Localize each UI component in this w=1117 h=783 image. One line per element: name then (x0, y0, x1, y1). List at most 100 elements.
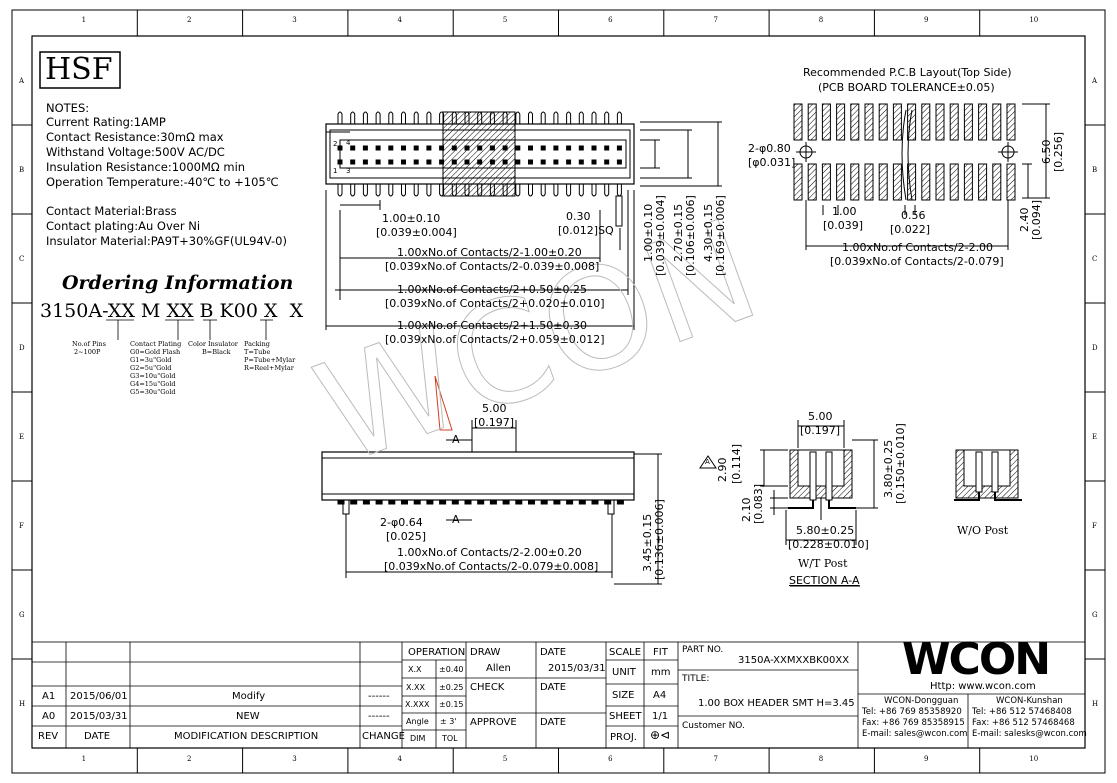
zone-col-label: 6 (608, 755, 613, 763)
legend-line: Contact Plating (130, 340, 182, 348)
pcb-pad (836, 103, 846, 141)
top-pin (401, 111, 406, 124)
side-pin (401, 499, 408, 505)
top-pin (413, 184, 419, 197)
zone-col-label: 10 (1029, 16, 1039, 24)
contact (375, 145, 381, 151)
part-no-label: PART NO. (682, 645, 724, 655)
contact (489, 159, 495, 165)
top-pin (337, 111, 343, 124)
zone-col-label: 2 (186, 16, 192, 24)
contact (337, 159, 343, 165)
operation-label: OPERATION (408, 647, 466, 658)
top-pin (426, 184, 432, 197)
top-pin (375, 111, 381, 124)
contact (489, 145, 495, 151)
zone-row-label: B (1092, 165, 1098, 174)
legend-line: P=Tube+Mylar (244, 356, 296, 364)
zone-ticks (12, 10, 1105, 773)
contact (375, 159, 381, 165)
top-view-contacts (337, 145, 622, 165)
zone-row-label: A (1092, 76, 1098, 85)
pcb-pitch-in: [0.039] (823, 219, 864, 232)
tol-row-4-dim: Angle (406, 717, 429, 726)
rev-row-a1-change: ------ (368, 691, 390, 702)
zone-col-label: 9 (924, 16, 929, 24)
note-line: Contact Material:Brass (46, 204, 177, 218)
contact (578, 145, 584, 151)
note-line: Operation Temperature:-40℃ to +105℃ (46, 175, 279, 189)
side-pin (388, 499, 396, 505)
top-pin (553, 111, 559, 124)
legend-line: G3=10u"Gold (130, 372, 176, 380)
note-line: Current Rating:1AMP (46, 115, 166, 129)
contact (604, 145, 610, 151)
top-view (325, 111, 722, 330)
brand-logo: WCON (902, 634, 1051, 685)
contact (616, 145, 622, 151)
pcb-pad (921, 163, 931, 201)
dim-c-in: [0.039xNo.of Contacts/2+0.059±0.012] (385, 333, 605, 346)
pin-label-1: 1 (333, 167, 338, 175)
contact (350, 159, 356, 165)
top-pin (566, 111, 572, 124)
pcb-h1-in: [0.256] (1052, 131, 1065, 172)
top-pin (528, 111, 533, 124)
rev-row-a0-desc: NEW (236, 711, 260, 722)
scale-label: SCALE (609, 647, 642, 658)
pcb-pad (807, 163, 817, 201)
pcb-pad (878, 103, 888, 141)
contact (515, 145, 521, 151)
rev-row-a0-rev: A0 (42, 711, 56, 722)
contact (591, 159, 597, 165)
zone-col-label: 8 (818, 16, 824, 24)
pcb-pitch: 1.00 (832, 205, 857, 218)
zone-row-label: H (19, 699, 26, 708)
top-pin (362, 184, 368, 197)
sec-base-in: [0.228±0.010] (788, 538, 869, 551)
contact (413, 159, 419, 165)
pcb-pad (793, 103, 803, 141)
dim-c: 1.00xNo.of Contacts/2+1.50±0.30 (397, 319, 588, 332)
contact (477, 145, 483, 151)
draw-name: Allen (486, 663, 511, 674)
title-block-grid (31, 641, 1086, 749)
dim-sq: 0.30 (566, 210, 591, 223)
side-pin (489, 499, 497, 505)
side-pin (553, 499, 561, 505)
zone-col-label: 1 (81, 16, 87, 24)
pcb-pad (907, 103, 917, 141)
tol-header-dim: DIM (410, 734, 426, 743)
pin-label-2: 2 (333, 140, 338, 148)
pcb-pad: 0.56 (901, 209, 926, 222)
tol-row-1-val: ±0.40 (439, 665, 464, 674)
kunshan-line: E-mail: salesks@wcon.com (972, 729, 1087, 739)
dim-pitch: 1.00±0.10 (382, 212, 441, 225)
zone-col-label: 8 (818, 755, 824, 763)
contact (578, 159, 584, 165)
zone-row-label: F (1092, 521, 1097, 530)
unit-value: mm (651, 667, 671, 678)
side-pin (451, 499, 459, 505)
dongguan-line: Fax: +86 769 85358915 (862, 718, 965, 728)
tol-row-1-dim: X.X (408, 665, 422, 674)
legend-line: R=Reel+Mylar (244, 364, 294, 372)
projection-icon: ⊕⊲ (650, 728, 671, 742)
top-pin (388, 184, 394, 197)
rev-header-change: CHANGE (362, 731, 405, 742)
top-pin (591, 184, 597, 197)
check-label: CHECK (470, 682, 505, 693)
kunshan-line: Tel: +86 512 57468408 (972, 707, 1072, 717)
contact (616, 159, 622, 165)
zone-col-label: 4 (397, 755, 403, 763)
ordering-color-legend: Color Insulator B=Black (188, 340, 238, 356)
side-view-pins (337, 499, 624, 505)
contact (426, 159, 432, 165)
legend-line: G1=3u"Gold (130, 356, 172, 364)
top-pin (388, 111, 394, 124)
pcb-pad (892, 103, 902, 141)
pcb-pad (963, 163, 973, 201)
contact (528, 145, 533, 151)
pcb-width: 1.00xNo.of Contacts/2-2.00 (842, 241, 994, 254)
